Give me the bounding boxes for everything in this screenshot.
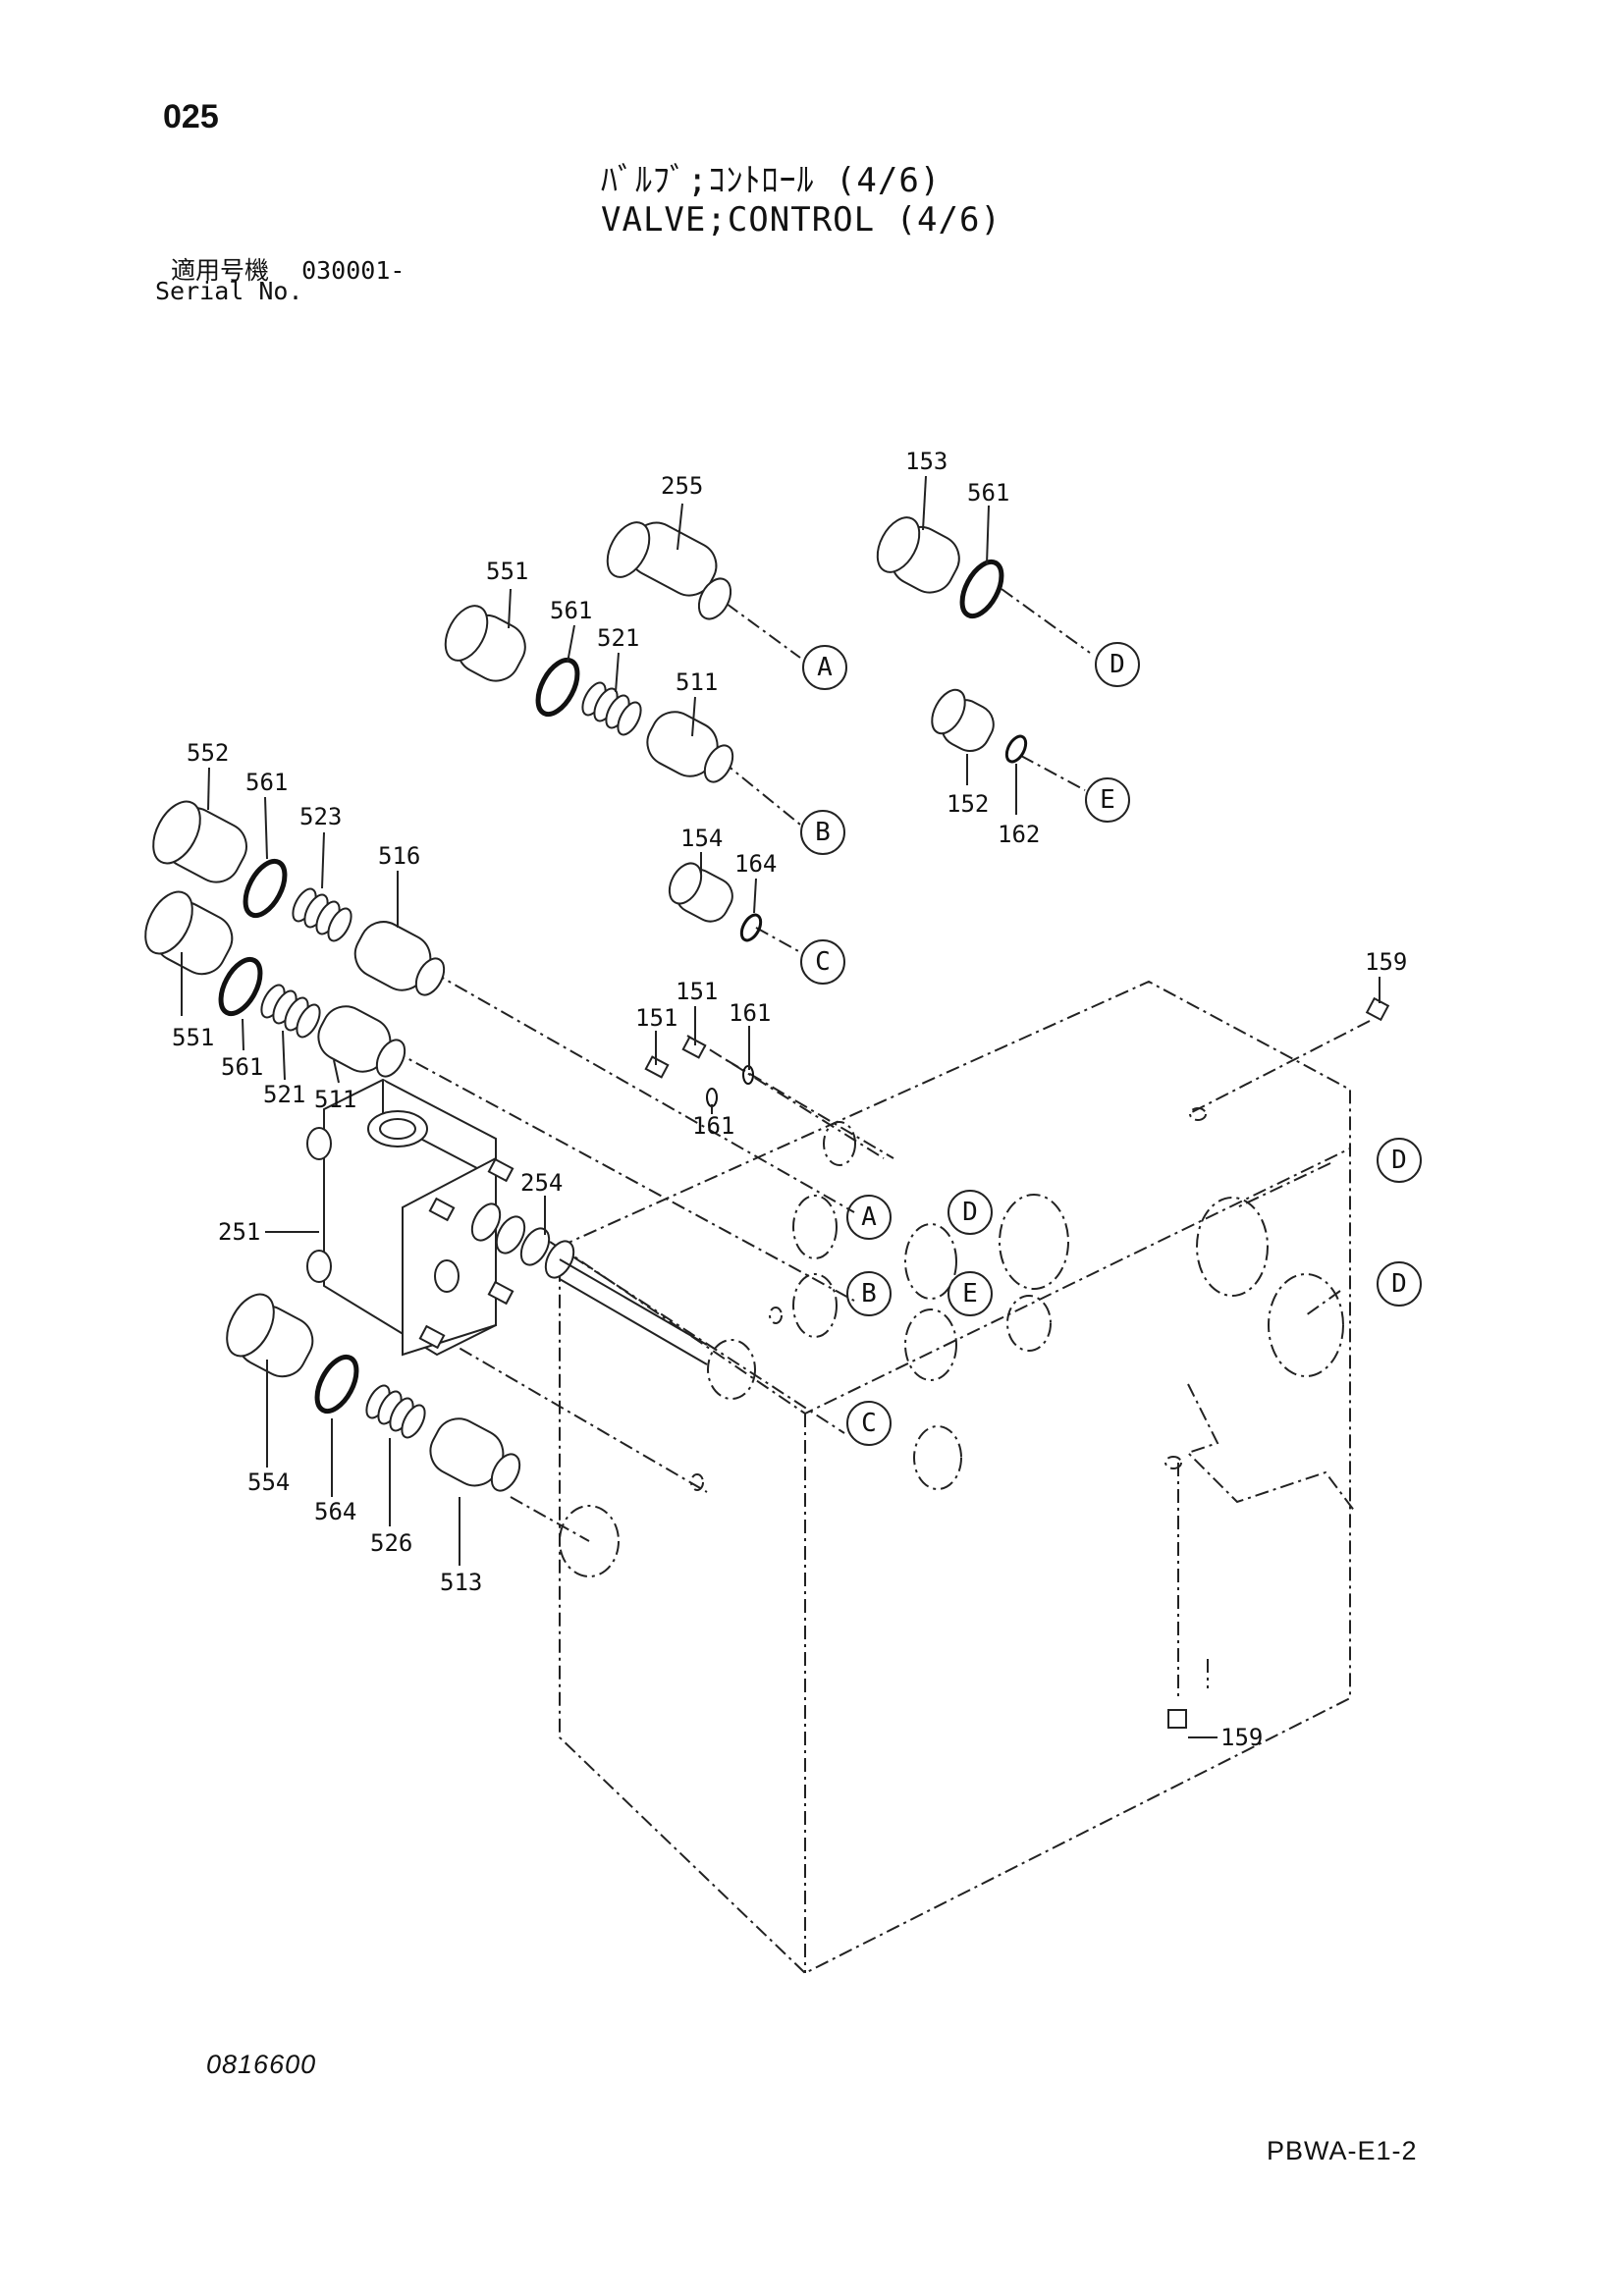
svg-text:B: B bbox=[815, 818, 831, 847]
serial-number-row: 適用号機 030001- bbox=[171, 251, 405, 287]
label-561: 561 bbox=[245, 769, 288, 796]
marker-a-body: A bbox=[846, 1195, 892, 1240]
svg-text:D: D bbox=[962, 1198, 978, 1227]
label-554: 554 bbox=[247, 1468, 290, 1496]
serial-value: 030001- bbox=[301, 256, 406, 285]
label-516: 516 bbox=[378, 842, 420, 870]
label-161: 161 bbox=[729, 999, 771, 1027]
part-523-spring bbox=[292, 887, 352, 942]
part-153-plug bbox=[876, 516, 960, 594]
svg-text:D: D bbox=[1391, 1146, 1407, 1175]
part-554-plug bbox=[226, 1293, 314, 1378]
label-552: 552 bbox=[187, 739, 229, 767]
svg-text:E: E bbox=[962, 1279, 978, 1308]
svg-text:D: D bbox=[1110, 650, 1125, 679]
label-162: 162 bbox=[998, 821, 1040, 848]
part-number-labels: 255 153 561 551 561 521 511 552 561 523 … bbox=[172, 448, 1407, 1751]
label-561: 561 bbox=[550, 597, 592, 624]
label-152: 152 bbox=[947, 790, 989, 818]
label-leaders bbox=[181, 475, 1380, 1738]
page-code: PBWA-E1-2 bbox=[1267, 2136, 1418, 2165]
label-551: 551 bbox=[172, 1024, 214, 1051]
part-551-plug-top bbox=[444, 605, 526, 682]
part-552-plug bbox=[152, 800, 247, 883]
part-521-spring-top bbox=[581, 681, 642, 736]
part-164-oring bbox=[739, 913, 763, 942]
part-551-plug-lower bbox=[144, 890, 234, 976]
label-561: 561 bbox=[967, 479, 1009, 507]
label-523: 523 bbox=[299, 803, 342, 830]
marker-d-right-bottom: D bbox=[1377, 1261, 1422, 1307]
label-511: 511 bbox=[314, 1086, 356, 1113]
marker-d-right-top: D bbox=[1377, 1138, 1422, 1183]
label-254: 254 bbox=[520, 1169, 563, 1197]
label-159: 159 bbox=[1365, 948, 1407, 976]
part-516-spool bbox=[353, 921, 446, 996]
connection-markers: A D B E C A D B bbox=[800, 642, 1422, 1446]
part-154-plug bbox=[668, 862, 733, 923]
leader-lines bbox=[392, 588, 1371, 1698]
part-561-oring-mid bbox=[243, 858, 288, 919]
part-521-spring-lower bbox=[260, 984, 321, 1039]
marker-c-top: C bbox=[800, 939, 845, 985]
title-japanese: ﾊﾞﾙﾌﾞ;ｺﾝﾄﾛｰﾙ (4/6) bbox=[601, 161, 942, 200]
label-526: 526 bbox=[370, 1529, 412, 1557]
part-251-cover bbox=[306, 1078, 497, 1357]
label-151: 151 bbox=[635, 1004, 677, 1032]
marker-a-top: A bbox=[802, 645, 847, 690]
label-251: 251 bbox=[218, 1218, 260, 1246]
part-564-oring bbox=[314, 1354, 359, 1415]
part-162-oring bbox=[1004, 734, 1028, 764]
part-159-plug-bottom bbox=[1167, 1709, 1187, 1729]
label-161: 161 bbox=[692, 1112, 734, 1140]
marker-b-body: B bbox=[846, 1271, 892, 1316]
label-154: 154 bbox=[680, 825, 723, 852]
label-255: 255 bbox=[661, 472, 703, 500]
serial-label-japanese: 適用号機 bbox=[171, 256, 270, 285]
svg-text:E: E bbox=[1100, 785, 1115, 815]
part-511-spool-top bbox=[646, 711, 734, 783]
marker-b-top: B bbox=[800, 810, 845, 855]
label-513: 513 bbox=[440, 1569, 482, 1596]
label-561: 561 bbox=[221, 1053, 263, 1081]
part-513-spool bbox=[429, 1417, 521, 1492]
part-152-plug bbox=[931, 688, 995, 752]
marker-d-body: D bbox=[947, 1190, 993, 1235]
svg-text:D: D bbox=[1391, 1269, 1407, 1299]
part-561-oring-top-right bbox=[959, 559, 1004, 619]
svg-text:A: A bbox=[817, 653, 833, 682]
part-161-orings bbox=[706, 1065, 754, 1107]
label-521: 521 bbox=[597, 624, 639, 652]
marker-c-body: C bbox=[846, 1401, 892, 1446]
drawing-number: 0816600 bbox=[206, 2050, 317, 2079]
part-526-spring bbox=[365, 1384, 426, 1439]
title-english: VALVE;CONTROL (4/6) bbox=[601, 200, 1001, 240]
valve-body-outline bbox=[559, 980, 1356, 1975]
label-153: 153 bbox=[905, 448, 947, 475]
label-511: 511 bbox=[676, 668, 718, 696]
label-159: 159 bbox=[1220, 1724, 1263, 1751]
part-159-plug-top bbox=[1365, 996, 1390, 1022]
label-521: 521 bbox=[263, 1081, 305, 1108]
svg-text:C: C bbox=[861, 1409, 877, 1438]
svg-text:B: B bbox=[861, 1279, 877, 1308]
label-151: 151 bbox=[676, 978, 718, 1005]
marker-d-top: D bbox=[1095, 642, 1140, 687]
page-number: 025 bbox=[163, 98, 219, 135]
marker-e-body: E bbox=[947, 1271, 993, 1316]
part-511-spool-lower bbox=[317, 1005, 406, 1078]
part-561-oring-lower bbox=[218, 956, 263, 1017]
svg-text:A: A bbox=[861, 1202, 877, 1232]
label-551: 551 bbox=[486, 558, 528, 585]
part-151-screws bbox=[644, 1036, 707, 1079]
serial-label-english: Serial No. bbox=[155, 277, 303, 305]
part-561-oring-top bbox=[535, 657, 580, 718]
part-255-plug bbox=[606, 521, 732, 620]
svg-text:C: C bbox=[815, 947, 831, 977]
label-164: 164 bbox=[734, 850, 777, 878]
label-564: 564 bbox=[314, 1498, 356, 1525]
marker-e-top: E bbox=[1085, 777, 1130, 823]
